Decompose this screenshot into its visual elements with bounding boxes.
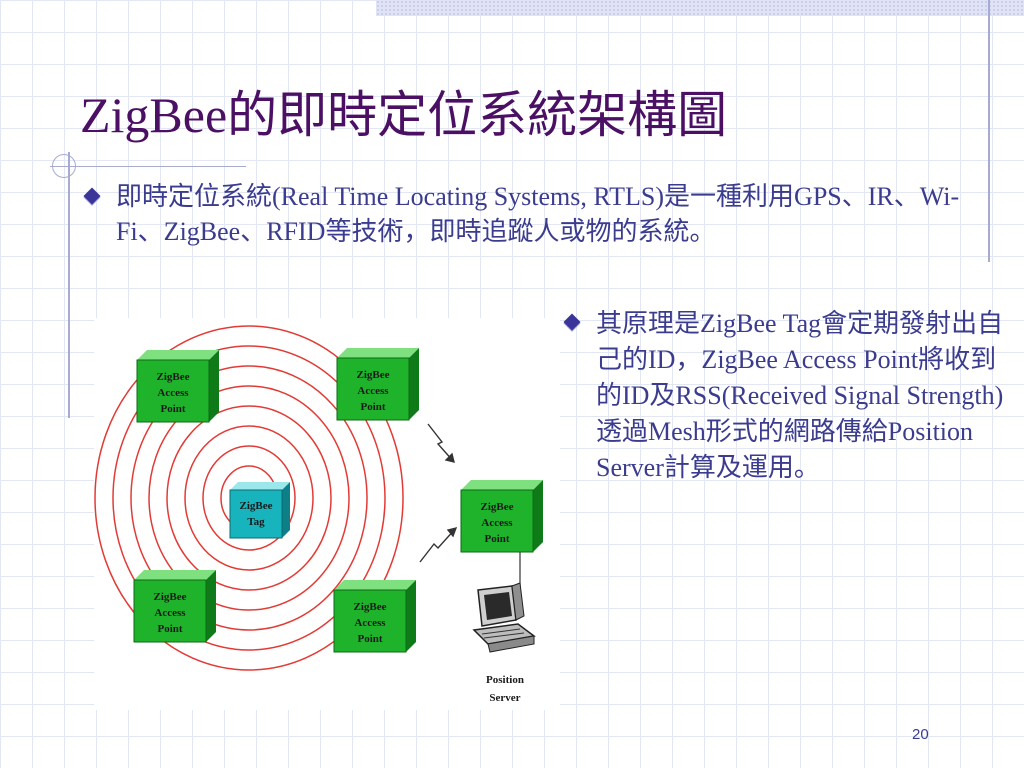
zigbee-tag-node: ZigBee Tag xyxy=(229,482,290,539)
decor-vertical-line-right xyxy=(988,0,990,262)
bullet-principle: 其原理是ZigBee Tag會定期發射出自己的ID，ZigBee Access … xyxy=(563,306,1016,485)
ap-label-line2: Access xyxy=(157,387,189,399)
access-point-bottom-left: ZigBee Access Point xyxy=(133,569,217,643)
ap-label-line1: ZigBee xyxy=(357,369,390,381)
ap-label-line1: ZigBee xyxy=(154,591,187,603)
tag-label-line2: Tag xyxy=(247,516,265,528)
ap-label-line2: Access xyxy=(357,385,389,397)
ap-label-line3: Point xyxy=(360,401,385,413)
bullet-text-principle: 其原理是ZigBee Tag會定期發射出自己的ID，ZigBee Access … xyxy=(596,309,1004,482)
computer-icon xyxy=(472,582,536,653)
ap-label-line1: ZigBee xyxy=(157,371,190,383)
access-point-top-left: ZigBee Access Point xyxy=(136,349,220,423)
signal-ring xyxy=(112,345,386,651)
signal-rings xyxy=(94,325,404,671)
signal-ring xyxy=(148,385,350,611)
decor-horizontal-line xyxy=(50,166,246,167)
ap-label-line3: Point xyxy=(157,623,182,635)
signal-ring xyxy=(184,425,314,571)
ap-label-line2: Access xyxy=(481,517,513,529)
bullet-text-rtls: 即時定位系統(Real Time Locating Systems, RTLS)… xyxy=(116,182,960,246)
top-decor-band xyxy=(376,0,1024,16)
signal-ring xyxy=(202,445,296,551)
ap-label-line2: Access xyxy=(154,607,186,619)
ap-label-line2: Access xyxy=(354,617,386,629)
lightning-icon xyxy=(427,423,455,463)
signal-ring xyxy=(130,365,368,631)
diamond-bullet-icon xyxy=(563,313,581,331)
server-label-line2: Server xyxy=(489,692,520,704)
ap-label-line3: Point xyxy=(160,403,185,415)
rtls-architecture-diagram: ZigBee Tag ZigBee Access Point ZigBee Ac… xyxy=(94,318,560,710)
slide-title: ZigBee的即時定位系統架構圖 xyxy=(80,87,728,143)
access-point-top-right: ZigBee Access Point xyxy=(336,347,420,421)
ap-label-line3: Point xyxy=(484,533,509,545)
server-label-line1: Position xyxy=(486,674,524,686)
ap-label-line3: Point xyxy=(357,633,382,645)
tag-label-line1: ZigBee xyxy=(240,500,273,512)
signal-ring xyxy=(94,325,404,671)
ap-label-line1: ZigBee xyxy=(354,601,387,613)
diamond-bullet-icon xyxy=(83,187,101,205)
diagram-canvas: ZigBee Tag ZigBee Access Point ZigBee Ac… xyxy=(94,325,544,704)
signal-ring xyxy=(166,405,332,591)
access-point-bottom-right: ZigBee Access Point xyxy=(333,579,417,653)
bullet-rtls: 即時定位系統(Real Time Locating Systems, RTLS)… xyxy=(83,180,986,250)
access-point-right: ZigBee Access Point xyxy=(460,479,544,553)
decor-ring xyxy=(52,154,76,178)
ap-label-line1: ZigBee xyxy=(481,501,514,513)
decor-vertical-line-left xyxy=(68,152,70,418)
page-number: 20 xyxy=(912,726,929,743)
lightning-icon xyxy=(419,526,458,563)
